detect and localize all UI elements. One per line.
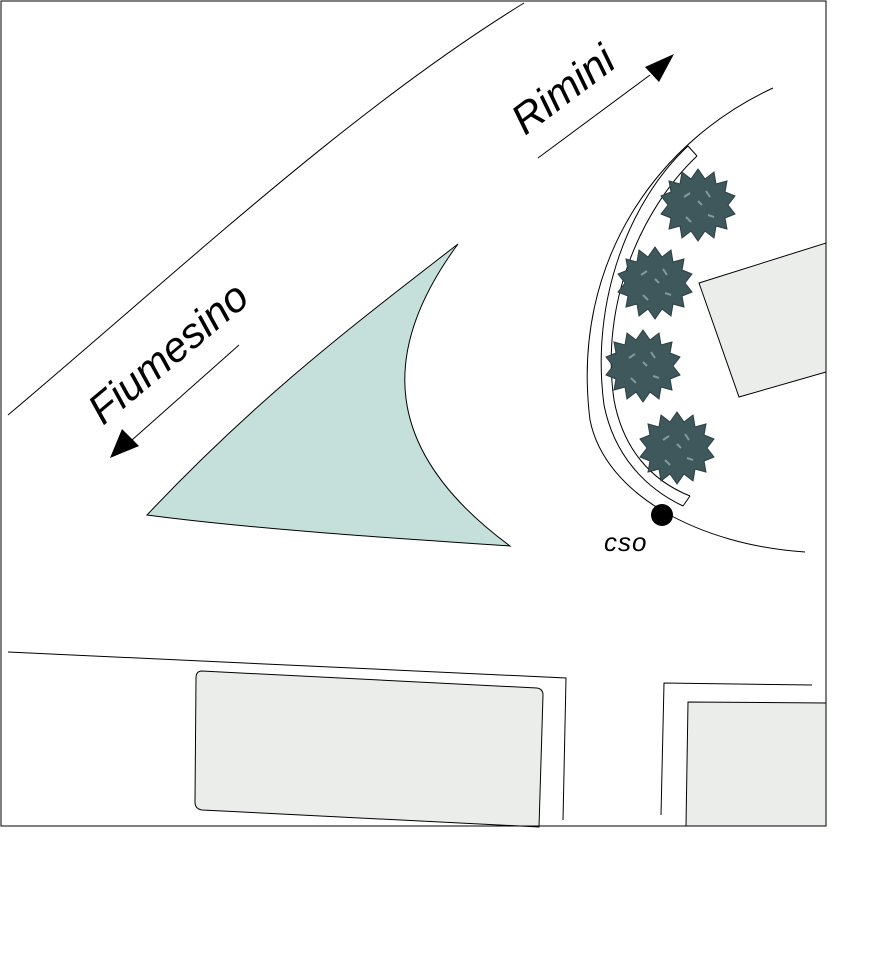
traffic-island	[145, 243, 512, 547]
arrow-icon	[110, 429, 139, 458]
tree-icon	[639, 411, 715, 485]
street-edge-lower-right	[660, 682, 813, 816]
curb-outer	[586, 87, 806, 553]
tree-icon	[617, 246, 693, 320]
sidewalk-cap-top	[687, 145, 698, 157]
cso-point-icon	[651, 504, 673, 526]
building-bottom-left	[194, 670, 544, 828]
tree-icon	[660, 168, 736, 242]
sidewalk-cap-bottom	[682, 495, 691, 507]
street-edge-lower-left	[7, 651, 567, 821]
arrow-line-fiumesino	[131, 344, 240, 441]
building-bottom-right	[685, 701, 827, 827]
sidewalk-inner	[600, 145, 689, 507]
tree-icon	[605, 329, 681, 403]
label-cso: cso	[604, 527, 647, 557]
arrow-line-rimini	[537, 74, 651, 159]
road-edge-upper	[7, 2, 525, 416]
arrow-icon	[645, 54, 674, 82]
